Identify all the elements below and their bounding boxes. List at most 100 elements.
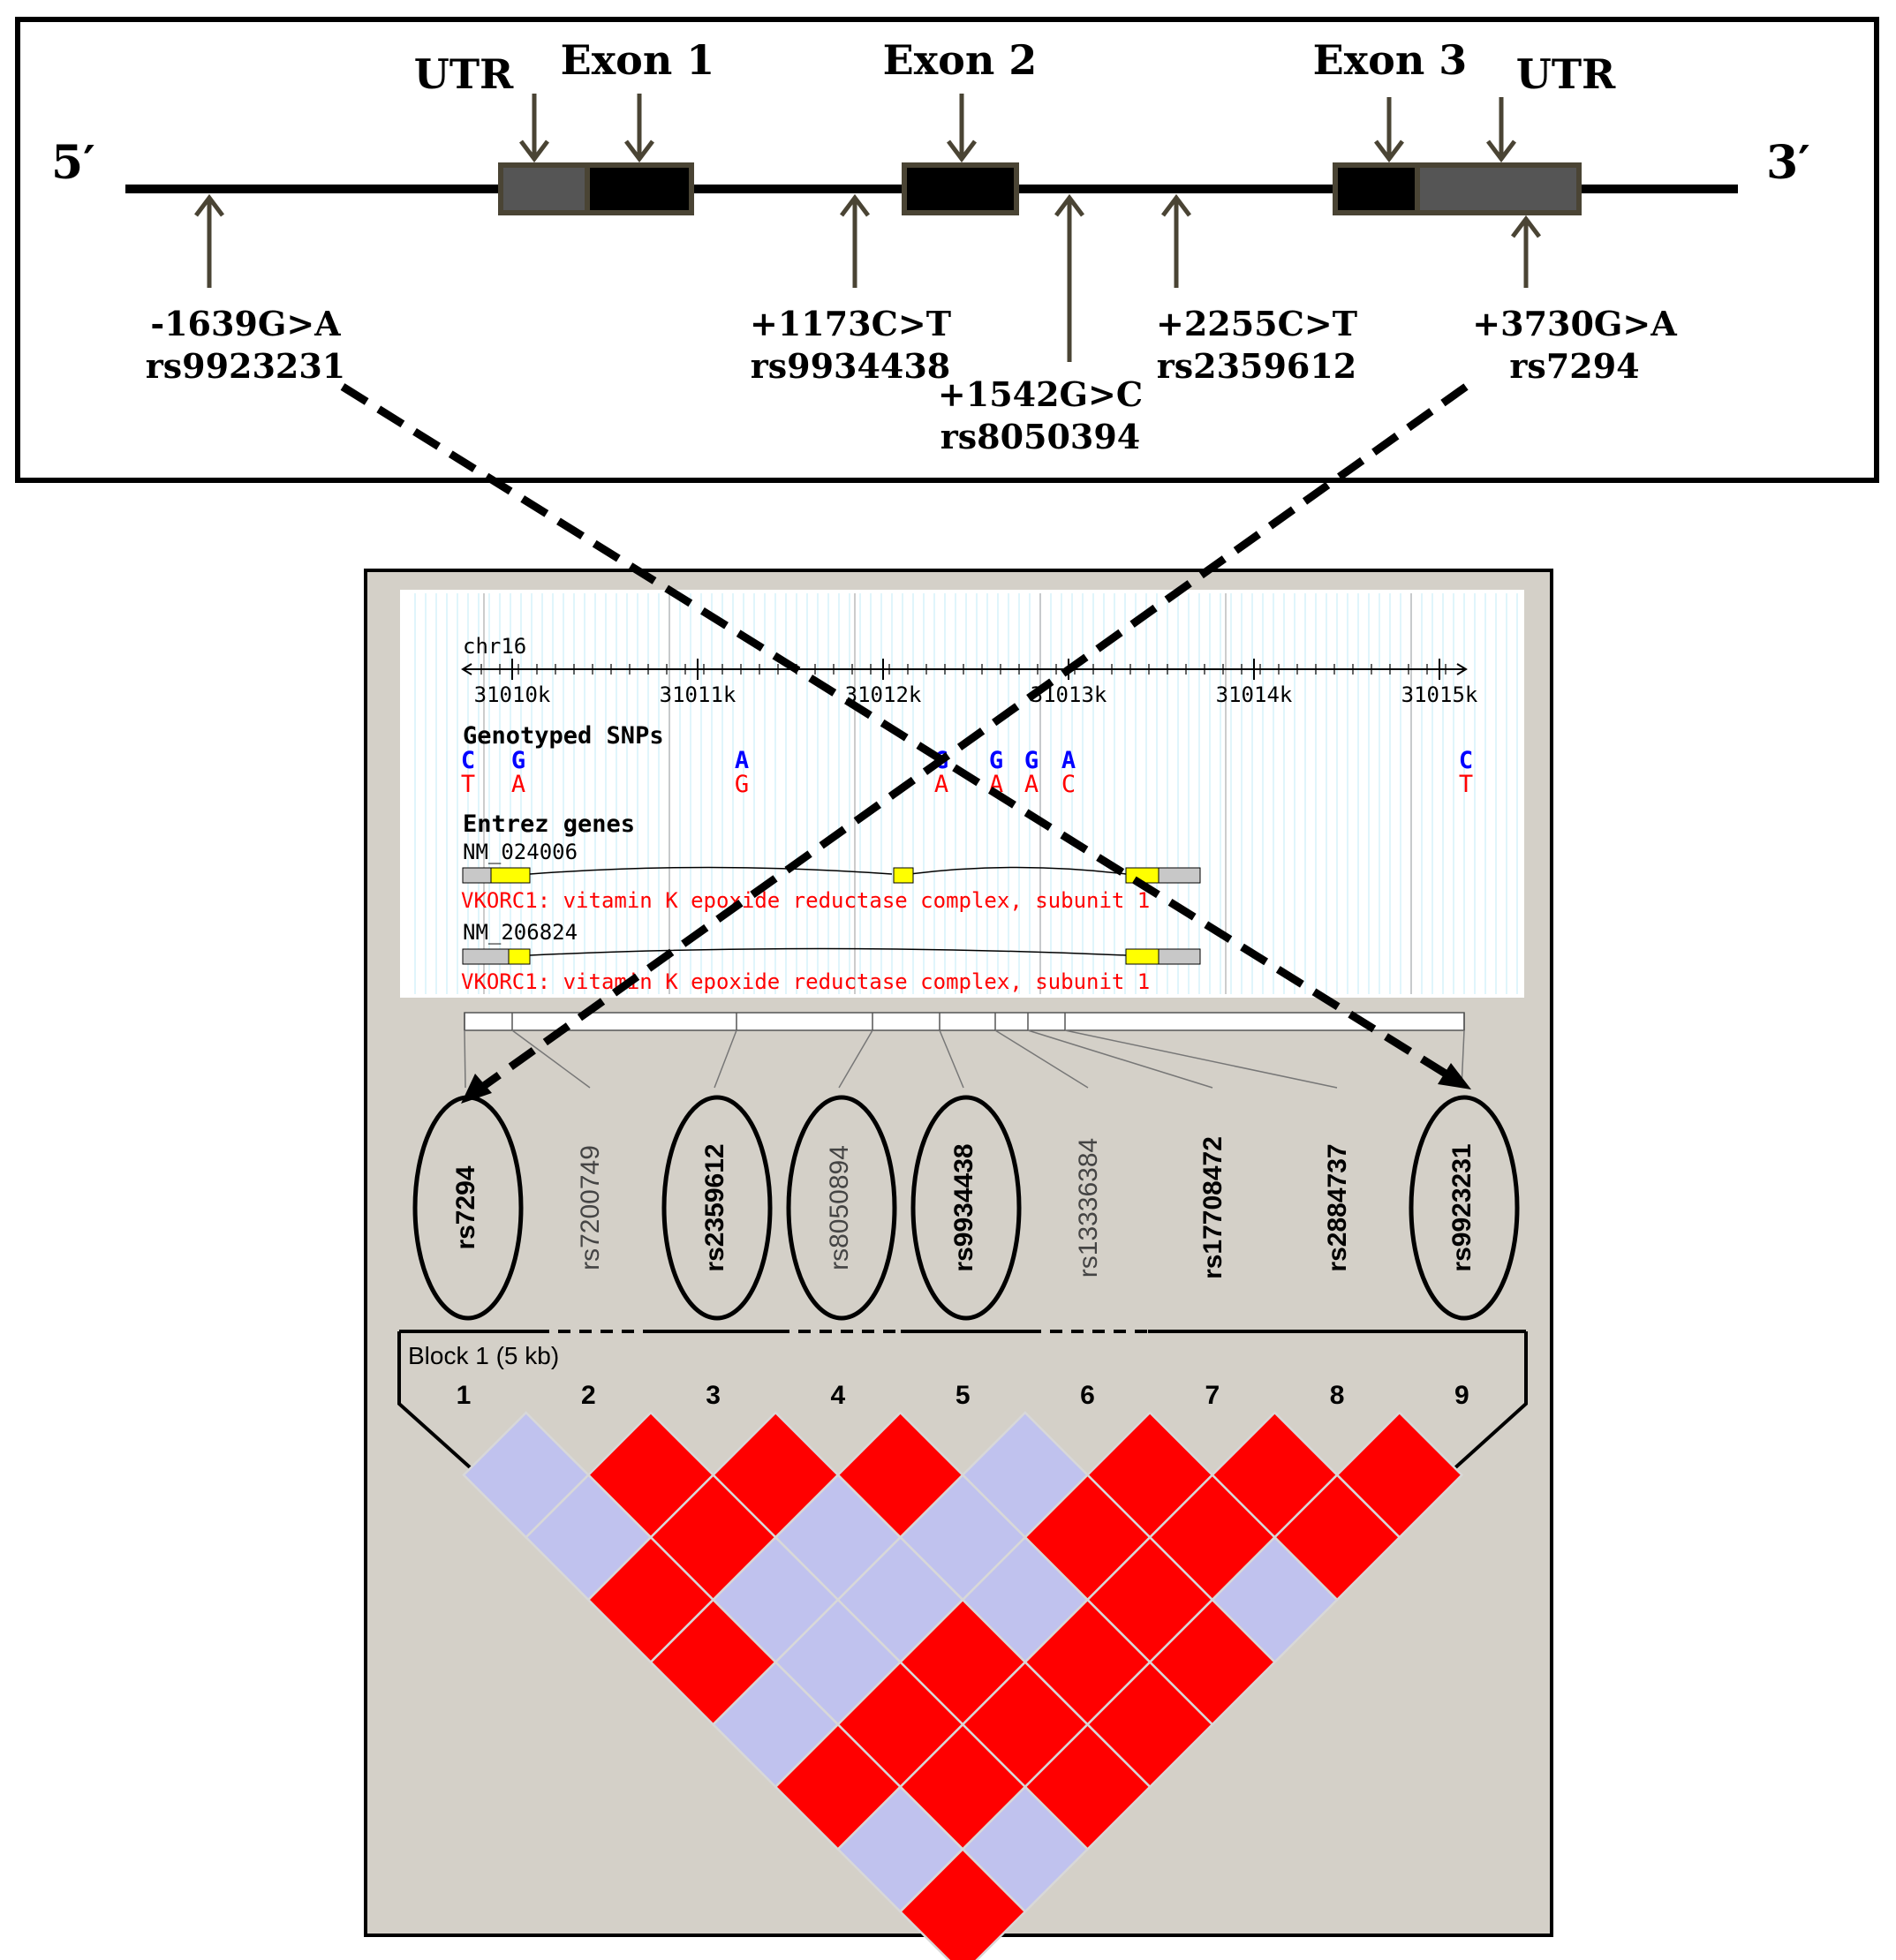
snp-connectors bbox=[464, 1013, 1465, 1089]
allele-bottom: G bbox=[735, 771, 749, 798]
utr-3-arrow-icon bbox=[1486, 97, 1516, 163]
axis-tick-label: 31011k bbox=[660, 682, 736, 707]
utr-5-box bbox=[498, 162, 590, 215]
feature-label-exon-2: Exon 2 bbox=[883, 36, 1038, 84]
exon-2-box bbox=[902, 162, 1019, 215]
snp-rsid-9934438: rs9934438 bbox=[751, 346, 951, 386]
allele-bottom: T bbox=[461, 771, 475, 798]
snp-connector-line bbox=[511, 1029, 591, 1089]
transcript-1-model bbox=[462, 866, 1201, 884]
allele-top: C bbox=[1459, 747, 1473, 774]
snp-change-1173: +1173C>T bbox=[750, 304, 951, 343]
snp-arrows bbox=[194, 193, 1541, 362]
ld-matrix bbox=[462, 1411, 1464, 1960]
ld-marker-numbers: 1 2 3 4 5 6 7 8 9 bbox=[457, 1381, 1469, 1410]
exon-3-box bbox=[1333, 162, 1420, 215]
ld-marker-number: 2 bbox=[581, 1381, 596, 1410]
snp-position-strip bbox=[464, 1012, 1465, 1031]
snp-2255-arrow-icon bbox=[1161, 193, 1191, 288]
feature-label-exon-3: Exon 3 bbox=[1313, 36, 1468, 84]
snp-1173-arrow-icon bbox=[840, 193, 870, 288]
arrowhead-right-icon bbox=[1438, 1063, 1471, 1089]
snp-name-label: rs13336384 bbox=[1074, 1138, 1103, 1278]
snp-3730-arrow-icon bbox=[1511, 215, 1541, 288]
entrez-genes-title: Entrez genes bbox=[463, 810, 635, 838]
exon-3-arrow-icon bbox=[1374, 97, 1404, 163]
arrowhead-left-icon bbox=[461, 1074, 492, 1104]
ld-cell bbox=[898, 1847, 1027, 1960]
axis-tick-label: 31014k bbox=[1216, 682, 1293, 707]
three-prime-label: 3′ bbox=[1766, 136, 1810, 190]
ld-marker-number: 7 bbox=[1205, 1381, 1220, 1410]
allele-top: A bbox=[1061, 747, 1076, 774]
transcript-2-model bbox=[462, 947, 1201, 965]
transcript-1-id: NM_024006 bbox=[463, 840, 578, 864]
transcript-1-desc: VKORC1: vitamin K epoxide reductase comp… bbox=[461, 888, 1150, 913]
axis-tick-label: 31010k bbox=[474, 682, 551, 707]
snp-connector-line bbox=[1027, 1029, 1213, 1089]
allele-top: A bbox=[735, 747, 749, 774]
snp-rsid-8050394: rs8050394 bbox=[940, 417, 1141, 456]
ld-marker-number: 1 bbox=[457, 1381, 472, 1410]
ld-marker-number: 5 bbox=[956, 1381, 971, 1410]
ld-marker-number: 6 bbox=[1080, 1381, 1095, 1410]
snp-connector-line bbox=[714, 1029, 737, 1089]
snp-change-1639: -1639G>A bbox=[150, 304, 341, 343]
snp-name-label: rs9923231 bbox=[1447, 1143, 1477, 1271]
exon-2-arrow-icon bbox=[947, 94, 977, 163]
snp-change-1542: +1542G>C bbox=[938, 374, 1143, 414]
feature-arrows bbox=[519, 94, 1516, 163]
feature-label-utr-5: UTR bbox=[414, 50, 514, 98]
snp-1542-arrow-icon bbox=[1054, 193, 1084, 362]
axis-left-arrow-icon bbox=[461, 663, 472, 675]
snp-name-labels: rs7294 rs7200749 rs2359612 rs8050894 rs99344… bbox=[451, 1136, 1477, 1279]
exon-1-box bbox=[585, 162, 694, 215]
ld-marker-number: 3 bbox=[706, 1381, 721, 1410]
snp-change-2255: +2255C>T bbox=[1156, 304, 1357, 343]
crossing-lines bbox=[340, 383, 1469, 1091]
allele-top: G bbox=[511, 747, 525, 774]
utr-5-arrow-icon bbox=[519, 94, 549, 163]
snp-rsid-2359612: rs2359612 bbox=[1157, 346, 1357, 386]
snp-name-label: rs7294 bbox=[451, 1165, 480, 1249]
snp-rsid-9923231: rs9923231 bbox=[146, 346, 346, 386]
allele-top: G bbox=[1024, 747, 1039, 774]
gene-structure-panel bbox=[15, 17, 1879, 483]
snp-change-3730: +3730G>A bbox=[1472, 304, 1677, 343]
utr-3-box bbox=[1415, 162, 1582, 215]
transcript-2-id: NM_206824 bbox=[463, 920, 578, 945]
snp-name-label: rs8050894 bbox=[825, 1145, 854, 1270]
snp-name-label: rs17708472 bbox=[1198, 1136, 1227, 1279]
transcript-2-desc: VKORC1: vitamin K epoxide reductase comp… bbox=[461, 969, 1150, 994]
snp-highlight-circle bbox=[661, 1095, 773, 1321]
snp-highlight-circle bbox=[910, 1095, 1022, 1321]
five-prime-label: 5′ bbox=[51, 136, 95, 190]
feature-label-exon-1: Exon 1 bbox=[561, 36, 715, 84]
allele-bottom: A bbox=[934, 771, 948, 798]
exon-1-arrow-icon bbox=[624, 94, 654, 163]
snp-name-label: rs2359612 bbox=[700, 1143, 729, 1271]
snp-highlight-circle bbox=[786, 1095, 897, 1321]
allele-bottom: A bbox=[511, 771, 525, 798]
allele-top: G bbox=[989, 747, 1003, 774]
snp-connector-line bbox=[838, 1029, 873, 1089]
allele-bottom: A bbox=[1024, 771, 1039, 798]
ld-marker-number: 8 bbox=[1330, 1381, 1345, 1410]
browser-grid bbox=[414, 593, 1518, 994]
genotyped-snps-title: Genotyped SNPs bbox=[463, 722, 664, 750]
ld-marker-number: 9 bbox=[1454, 1381, 1469, 1410]
snp-highlight-circles bbox=[412, 1095, 1520, 1321]
feature-label-utr-3: UTR bbox=[1516, 50, 1616, 98]
snp-highlight-circle bbox=[1409, 1095, 1520, 1321]
snp-connector-line bbox=[994, 1029, 1089, 1089]
axis-right-arrow-icon bbox=[1456, 663, 1468, 675]
snp-connector-line bbox=[1064, 1029, 1338, 1089]
snp-name-label: rs7200749 bbox=[576, 1145, 605, 1270]
allele-top: C bbox=[461, 747, 475, 774]
snp-connector-line bbox=[939, 1029, 964, 1089]
snp-name-label: rs9934438 bbox=[949, 1143, 978, 1271]
ld-marker-number: 4 bbox=[831, 1381, 846, 1410]
snp-rsid-7294: rs7294 bbox=[1509, 346, 1639, 386]
